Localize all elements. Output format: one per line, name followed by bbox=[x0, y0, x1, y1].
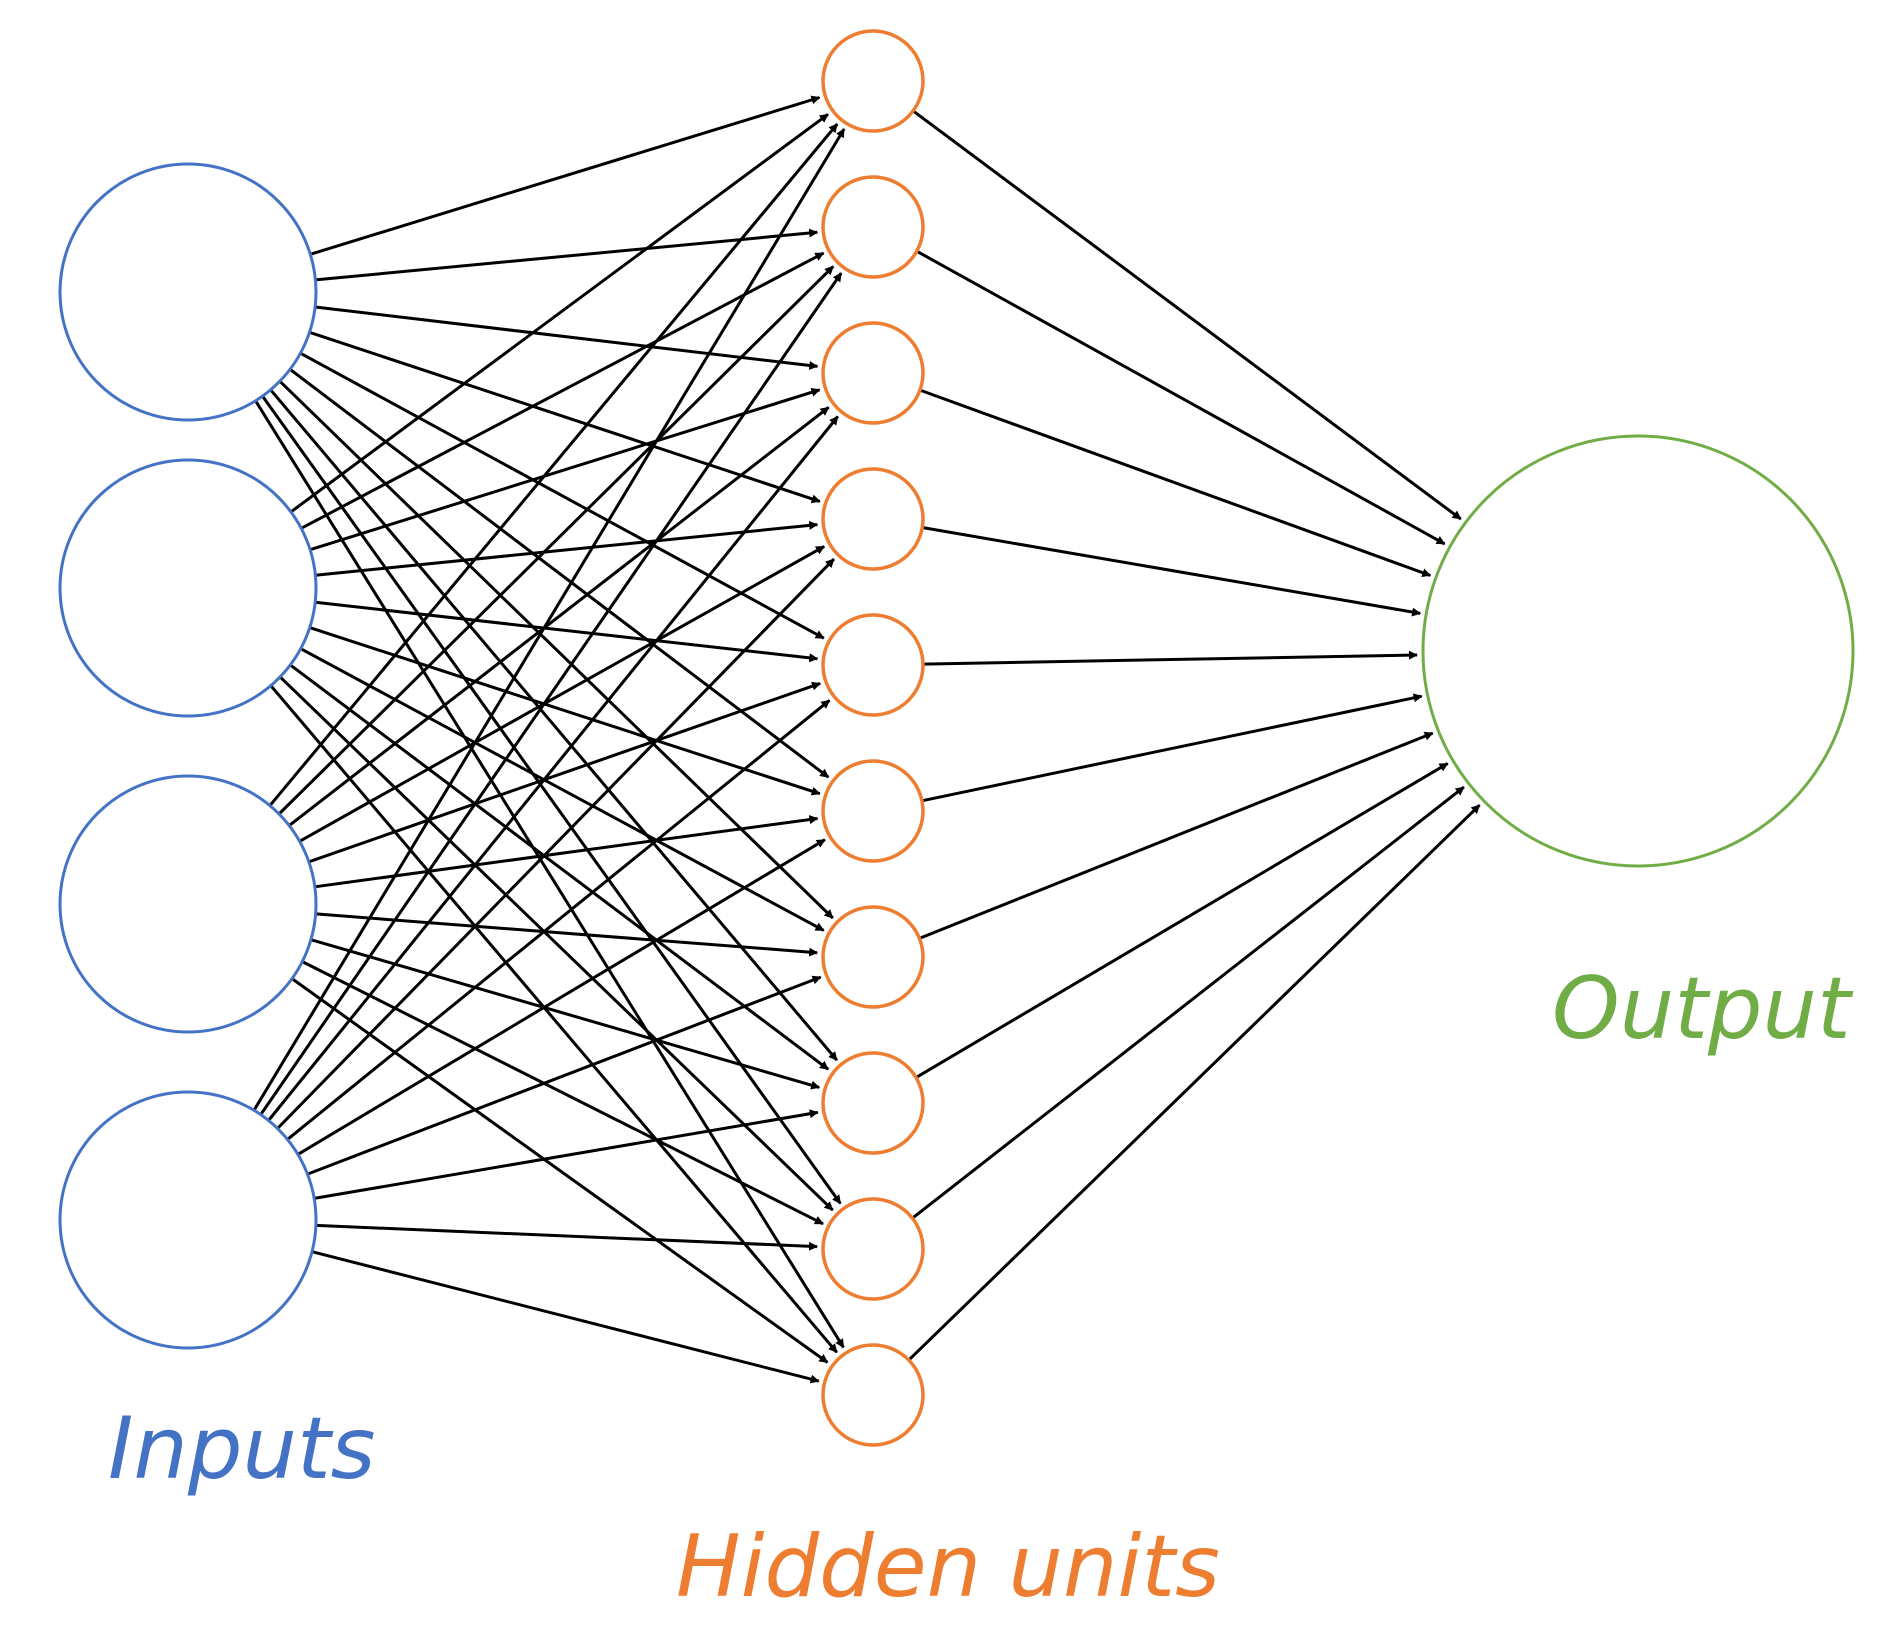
edge-input-2-hidden-2 bbox=[300, 251, 825, 530]
edge-input-4-hidden-5 bbox=[286, 699, 831, 1141]
input-node-1 bbox=[58, 162, 318, 422]
edge-input-4-hidden-2 bbox=[259, 272, 843, 1116]
edge-input-1-hidden-4 bbox=[309, 330, 821, 504]
hidden-node-5 bbox=[821, 613, 925, 717]
hidden-layer bbox=[821, 29, 925, 1447]
hidden-node-8 bbox=[821, 1051, 925, 1155]
input-hidden-edges bbox=[252, 95, 846, 1384]
edge-input-3-hidden-2 bbox=[277, 265, 835, 816]
hidden-units-label: Hidden units bbox=[676, 1517, 1220, 1617]
edge-input-3-hidden-9 bbox=[301, 960, 824, 1226]
edge-input-4-hidden-7 bbox=[306, 975, 822, 1176]
edge-input-2-hidden-10 bbox=[269, 684, 838, 1354]
edge-input-3-hidden-4 bbox=[298, 545, 825, 843]
hidden-node-4 bbox=[821, 467, 925, 571]
edge-input-1-hidden-8 bbox=[269, 388, 839, 1062]
edge-input-4-hidden-1 bbox=[252, 128, 846, 1112]
hidden-node-7 bbox=[821, 905, 925, 1009]
input-node-4 bbox=[58, 1090, 318, 1350]
hidden-node-1 bbox=[821, 29, 925, 133]
edge-input-4-hidden-10 bbox=[311, 1250, 820, 1384]
edge-hidden-5-output bbox=[922, 650, 1418, 666]
edge-input-2-hidden-7 bbox=[299, 647, 825, 932]
edge-input-4-hidden-3 bbox=[267, 415, 839, 1122]
edge-hidden-7-output bbox=[918, 731, 1434, 940]
edge-input-1-hidden-6 bbox=[289, 368, 830, 779]
edge-input-1-hidden-2 bbox=[315, 228, 819, 282]
edge-input-3-hidden-10 bbox=[291, 977, 829, 1364]
edge-input-3-hidden-6 bbox=[314, 815, 819, 889]
output-label: Output bbox=[1552, 959, 1854, 1059]
edge-hidden-10-output bbox=[907, 804, 1481, 1362]
output-layer bbox=[1421, 434, 1855, 868]
input-node-3 bbox=[58, 774, 318, 1034]
edge-input-4-hidden-4 bbox=[276, 558, 835, 1130]
edge-input-3-hidden-1 bbox=[268, 123, 839, 807]
edge-input-2-hidden-5 bbox=[315, 600, 819, 663]
hidden-output-edges bbox=[907, 109, 1481, 1362]
inputs-label: Inputs bbox=[108, 1399, 376, 1499]
hidden-node-9 bbox=[821, 1197, 925, 1301]
hidden-node-2 bbox=[821, 175, 925, 279]
hidden-node-6 bbox=[821, 759, 925, 863]
input-node-2 bbox=[58, 458, 318, 718]
edge-input-1-hidden-3 bbox=[314, 305, 819, 370]
edge-hidden-2-output bbox=[915, 249, 1446, 546]
edge-input-3-hidden-8 bbox=[310, 938, 821, 1090]
output-node bbox=[1421, 434, 1855, 868]
edge-hidden-8-output bbox=[915, 762, 1449, 1079]
edge-input-4-hidden-9 bbox=[315, 1223, 818, 1251]
edge-hidden-6-output bbox=[921, 693, 1423, 803]
edge-input-1-hidden-1 bbox=[309, 95, 821, 256]
edge-input-2-hidden-9 bbox=[279, 675, 834, 1212]
edge-input-2-hidden-3 bbox=[309, 387, 821, 552]
edge-input-4-hidden-6 bbox=[297, 838, 826, 1156]
edge-input-2-hidden-1 bbox=[290, 113, 829, 514]
edge-input-2-hidden-4 bbox=[315, 520, 819, 577]
edge-input-3-hidden-7 bbox=[315, 912, 819, 957]
hidden-node-10 bbox=[821, 1343, 925, 1447]
edge-input-3-hidden-5 bbox=[308, 681, 821, 864]
edge-input-3-hidden-3 bbox=[288, 406, 830, 827]
edge-hidden-3-output bbox=[919, 388, 1432, 577]
edge-input-1-hidden-9 bbox=[261, 395, 842, 1205]
edge-input-2-hidden-8 bbox=[289, 663, 830, 1071]
edge-input-1-hidden-5 bbox=[299, 351, 825, 640]
edge-input-1-hidden-10 bbox=[254, 399, 845, 1349]
edge-hidden-1-output bbox=[912, 109, 1462, 521]
input-layer bbox=[58, 162, 318, 1350]
edge-input-4-hidden-8 bbox=[313, 1109, 819, 1200]
edge-hidden-9-output bbox=[911, 785, 1465, 1220]
hidden-node-3 bbox=[821, 321, 925, 425]
edge-hidden-4-output bbox=[922, 526, 1422, 617]
